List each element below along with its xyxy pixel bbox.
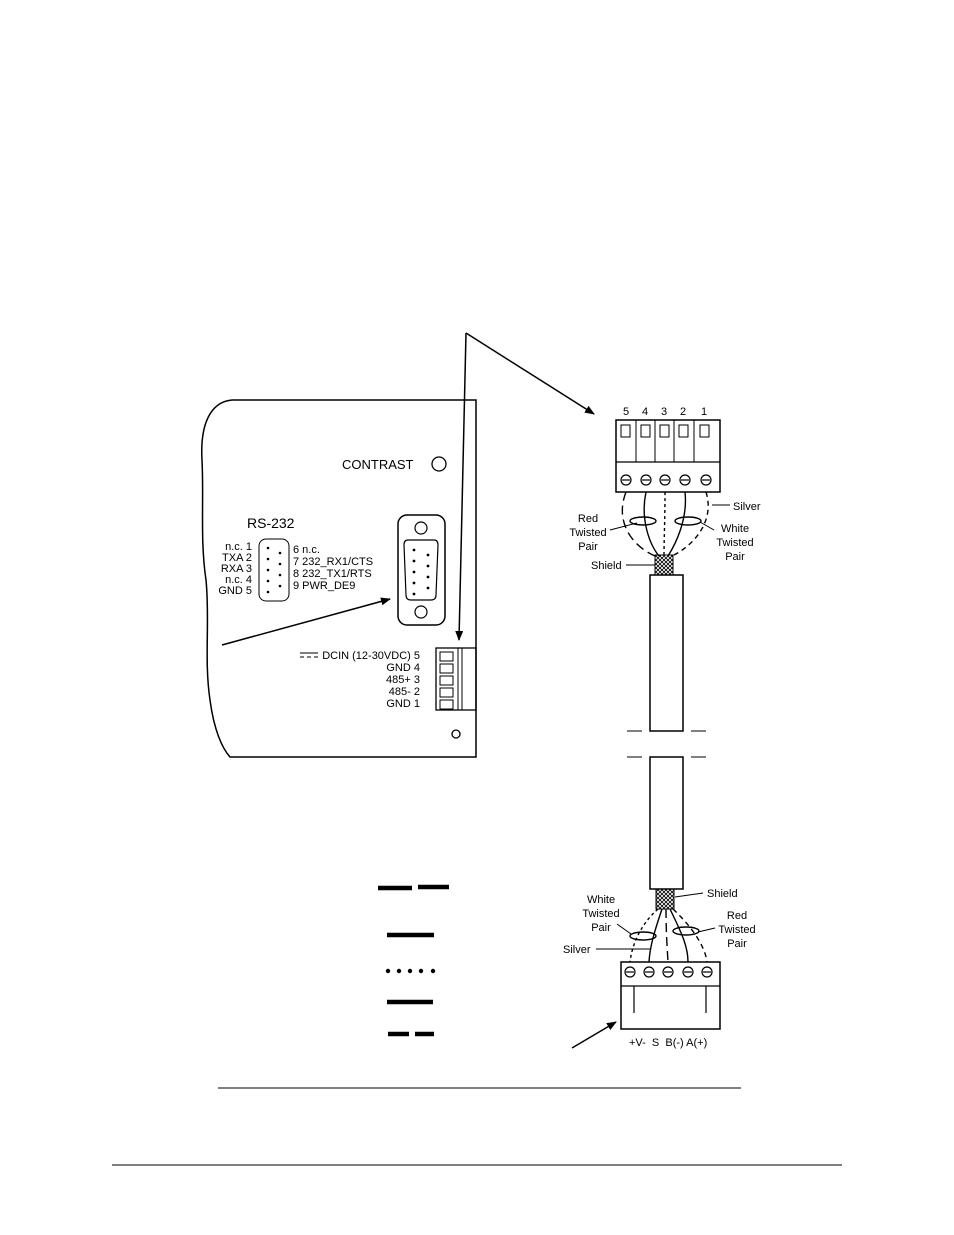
shield-label: Shield bbox=[707, 888, 738, 900]
terminal-pin-label: DCIN (12-30VDC) 5 bbox=[322, 650, 420, 662]
svg-text:Pair: Pair bbox=[591, 922, 611, 934]
svg-text:Pair: Pair bbox=[725, 551, 745, 563]
panel-terminal-labels: DCIN (12-30VDC) 5 GND 4 485+ 3 485- 2 GN… bbox=[300, 650, 420, 710]
rs232-pin-label: 6 n.c. bbox=[293, 544, 320, 556]
svg-text:Pair: Pair bbox=[578, 541, 598, 553]
svg-text:Twisted: Twisted bbox=[569, 527, 606, 539]
silver-label: Silver bbox=[733, 501, 761, 513]
pin-number: 3 bbox=[661, 406, 667, 418]
arrow-to-top-connector bbox=[466, 333, 594, 414]
arrow-to-terminal-block bbox=[459, 333, 466, 640]
svg-text:Red: Red bbox=[578, 513, 598, 525]
rs232-right-pins: 6 n.c. 7 232_RX1/CTS 8 232_TX1/RTS 9 PWR… bbox=[293, 544, 373, 592]
legend-dotted bbox=[386, 969, 435, 973]
arrow-to-bottom-connector bbox=[572, 1022, 616, 1048]
contrast-knob[interactable] bbox=[432, 457, 446, 471]
pin-number: 5 bbox=[623, 406, 629, 418]
terminal-pin-label: GND 4 bbox=[386, 662, 420, 674]
screw-terminal-icon bbox=[621, 475, 711, 485]
controller-panel: CONTRAST RS-232 n.c. 1 TXA 2 RXA 3 n.c. … bbox=[202, 400, 476, 757]
shield-braid bbox=[655, 555, 673, 575]
top-connector[interactable]: 5 4 3 2 1 bbox=[616, 406, 720, 492]
svg-text:Twisted: Twisted bbox=[716, 537, 753, 549]
rs232-left-pins: n.c. 1 TXA 2 RXA 3 n.c. 4 GND 5 bbox=[218, 541, 252, 597]
pin-number: 2 bbox=[680, 406, 686, 418]
silver-label: Silver bbox=[563, 944, 591, 956]
terminal-pin-label: 485- 2 bbox=[389, 686, 420, 698]
rs232-pin-label: GND 5 bbox=[218, 585, 252, 597]
rs232-pin-diagram-icon bbox=[259, 539, 289, 601]
svg-text:Red: Red bbox=[727, 910, 747, 922]
shield-label: Shield bbox=[591, 560, 622, 572]
pin-number: 1 bbox=[701, 406, 707, 418]
cable bbox=[627, 555, 706, 909]
pin-number: 4 bbox=[642, 406, 648, 418]
svg-text:Twisted: Twisted bbox=[718, 924, 755, 936]
bottom-connector[interactable] bbox=[621, 962, 720, 1029]
rs232-pin-label: 9 PWR_DE9 bbox=[293, 580, 355, 592]
panel-terminal-block[interactable] bbox=[436, 648, 476, 710]
red-pair-label: Red Twisted Pair bbox=[569, 513, 606, 553]
svg-text:White: White bbox=[587, 894, 615, 906]
rs232-title: RS-232 bbox=[247, 515, 295, 531]
arrow-to-db9 bbox=[222, 599, 390, 645]
mounting-hole bbox=[452, 730, 460, 738]
line-style-legend bbox=[378, 887, 449, 1034]
terminal-pin-label: 485+ 3 bbox=[386, 674, 420, 686]
db9-connector[interactable] bbox=[398, 515, 445, 625]
white-pair-label: White Twisted Pair bbox=[716, 523, 753, 563]
top-wires bbox=[610, 492, 730, 565]
svg-text:Twisted: Twisted bbox=[582, 908, 619, 920]
dc-symbol-icon bbox=[300, 653, 318, 657]
rs232-pin-label: 7 232_RX1/CTS bbox=[293, 556, 373, 568]
bottom-pin-labels: +V- S B(-) A(+) bbox=[629, 1037, 707, 1049]
legend-long-dash bbox=[378, 887, 449, 888]
rs232-pin-label: 8 232_TX1/RTS bbox=[293, 568, 372, 580]
red-pair-label: Red Twisted Pair bbox=[718, 910, 755, 950]
screw-terminal-icon bbox=[625, 967, 712, 977]
shield-braid bbox=[656, 889, 674, 909]
svg-text:White: White bbox=[721, 523, 749, 535]
white-pair-label: White Twisted Pair bbox=[582, 894, 619, 934]
svg-text:Pair: Pair bbox=[727, 938, 747, 950]
contrast-label: CONTRAST bbox=[342, 457, 414, 472]
terminal-pin-label: GND 1 bbox=[386, 698, 420, 710]
